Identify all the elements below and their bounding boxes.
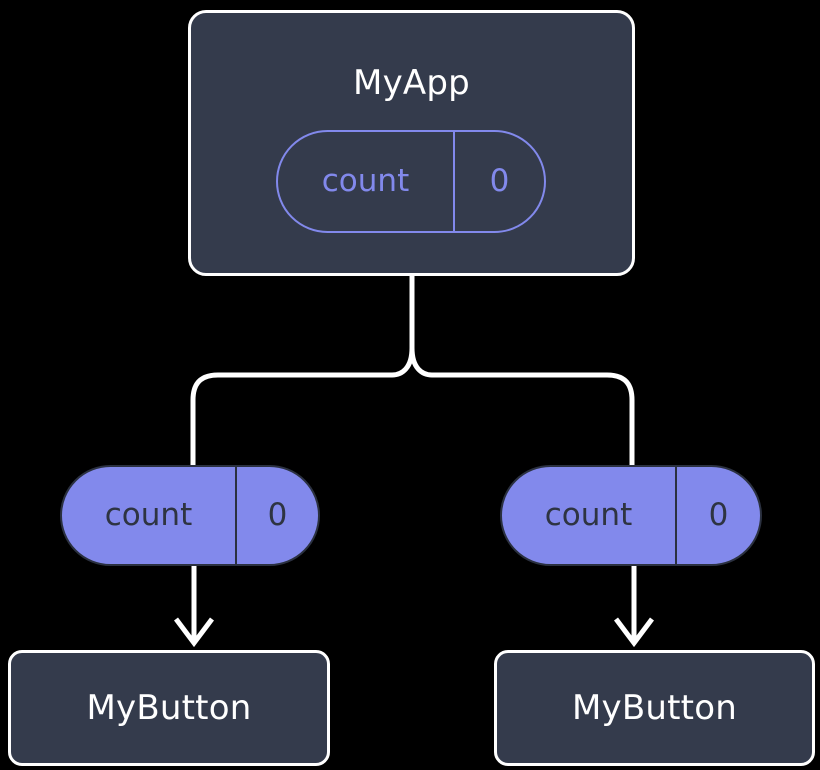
state-pill-root[interactable]: count 0	[276, 130, 546, 233]
prop-value-child-0: 0	[267, 497, 288, 533]
edge-root-to-child-right	[409, 345, 635, 469]
prop-pill-child-1[interactable]: count 0	[500, 465, 762, 566]
prop-pill-child-0[interactable]: count 0	[60, 465, 320, 566]
arrowhead-right	[614, 617, 654, 648]
state-key-root: count	[278, 132, 455, 231]
component-title-child-1: MyButton	[572, 688, 737, 728]
prop-key-child-1: count	[502, 467, 677, 564]
state-value-root: 0	[489, 163, 510, 199]
component-title-root: MyApp	[353, 63, 470, 103]
prop-key-child-0: count	[62, 467, 237, 564]
arrowhead-left	[174, 617, 214, 648]
prop-value-child-1: 0	[708, 497, 729, 533]
edge-root-to-children	[190, 273, 415, 469]
component-node-child-0[interactable]: MyButton	[8, 650, 330, 766]
component-title-child-0: MyButton	[86, 688, 252, 728]
component-node-child-1[interactable]: MyButton	[494, 650, 815, 766]
